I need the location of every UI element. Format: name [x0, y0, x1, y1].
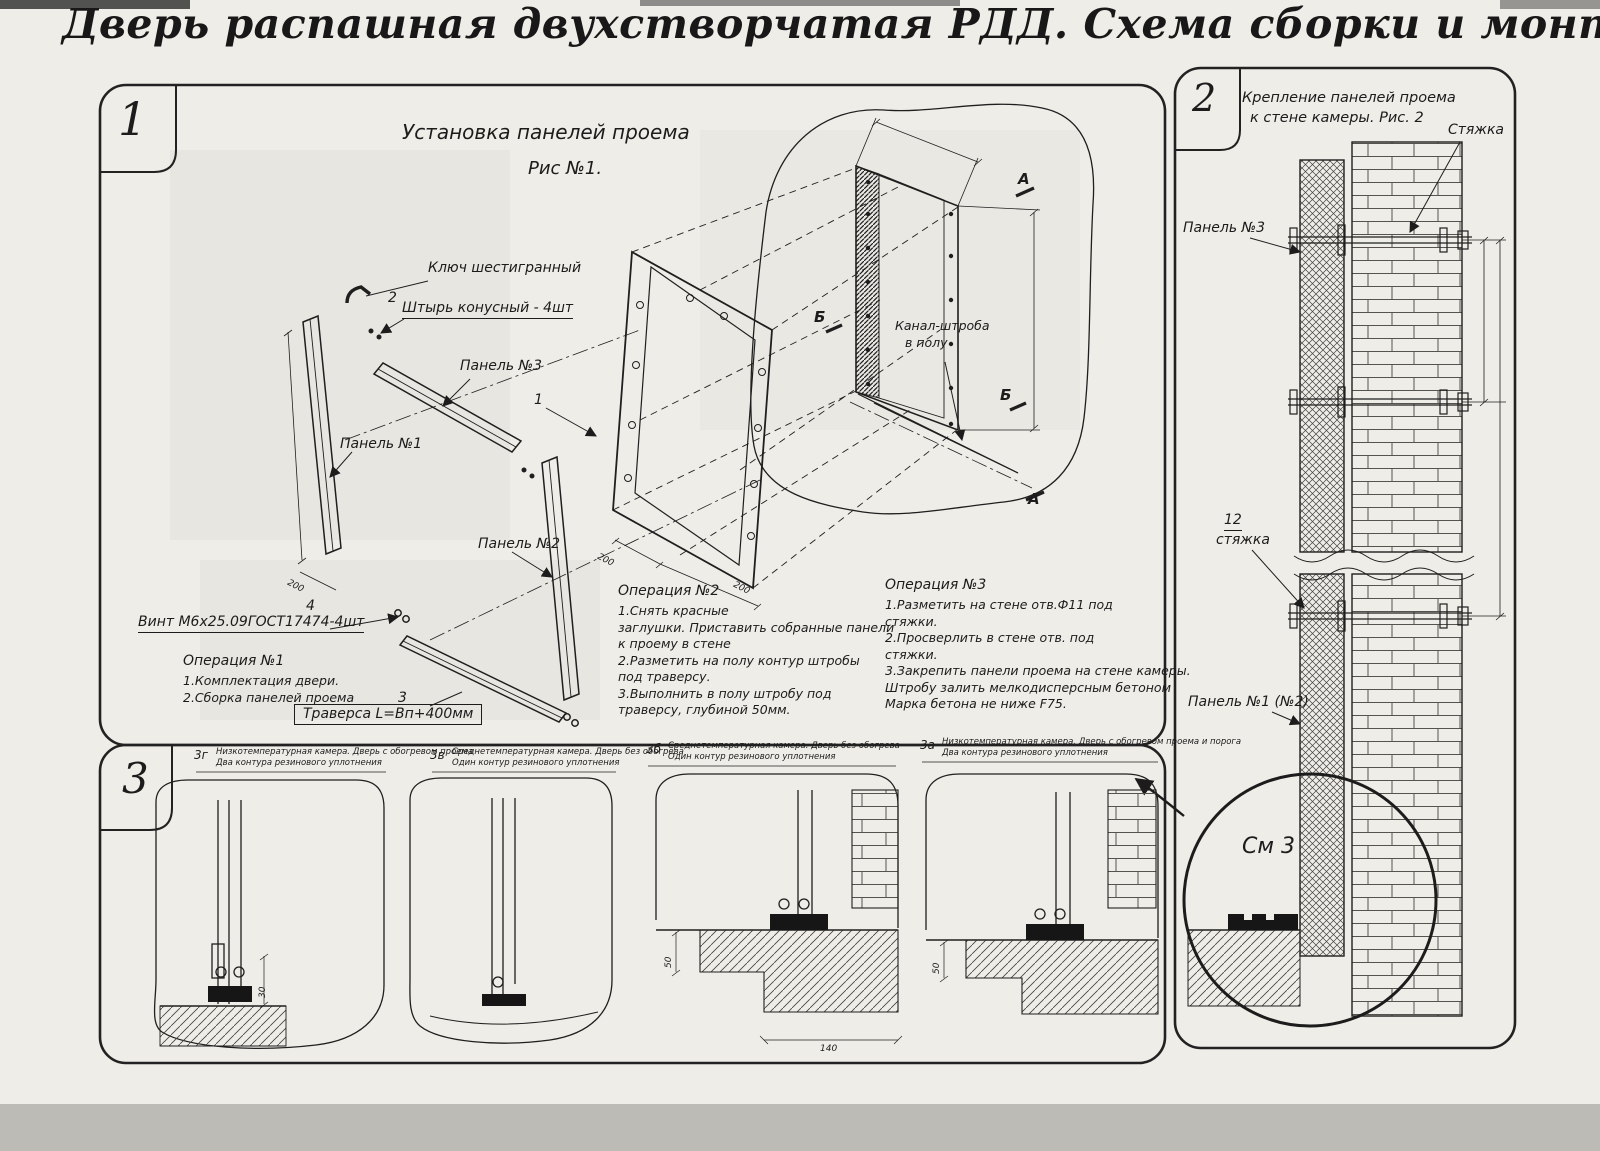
detail-3a-id: 3а	[920, 738, 935, 752]
exploded-panels-drawing	[283, 280, 761, 727]
op2-title: Операция №2	[618, 583, 720, 599]
panel1-label: Панель №1	[340, 436, 422, 452]
tie-position-number: 12	[1224, 512, 1242, 531]
fig2-title-line2: к стене камеры. Рис. 2	[1250, 110, 1424, 126]
tie-label-mid: стяжка	[1216, 532, 1270, 548]
panel3-label: Панель №3	[460, 358, 542, 374]
fig1-title: Установка панелей проема	[402, 120, 690, 144]
op1-line: 2.Сборка панелей проема	[183, 689, 355, 705]
screw-number: 4	[306, 598, 315, 614]
channel-label-line2: в полу	[905, 335, 948, 350]
fig2-panel3-label: Панель №3	[1183, 220, 1265, 236]
see-detail-3-label: См 3	[1242, 834, 1295, 859]
tie-bolt	[1288, 386, 1472, 418]
panel2-label: Панель №2	[478, 536, 560, 552]
operation-3: Операция №3 1.Разметить на стене отв.Ф11…	[885, 576, 1191, 713]
traverse-number: 3	[398, 690, 407, 706]
op1-title: Операция №1	[183, 653, 285, 669]
detail-3b-caption: Среднетемпературная камера. Дверь без об…	[668, 741, 900, 763]
op2-line: 3.Выполнить в полу штробу под	[618, 685, 832, 701]
detail-3b-drawing	[655, 773, 903, 1045]
screw-label: Винт М6х25.09ГОСТ17474-4шт	[138, 614, 365, 633]
detail-3g-id: 3г	[194, 748, 208, 762]
op3-line: стяжки.	[885, 613, 938, 629]
section-mark-a-top: А	[1018, 170, 1030, 188]
detail-3a-drawing	[925, 773, 1159, 1015]
panel-2-number: 2	[1192, 76, 1217, 120]
fig2-panel12-label: Панель №1 (№2)	[1188, 694, 1309, 710]
wall-opening-drawing	[750, 103, 1095, 515]
fig1-subtitle: Рис №1.	[528, 158, 603, 179]
op2-line: 2.Разметить на полу контур штробы	[618, 652, 860, 668]
op3-line: 2.Просверлить в стене отв. под	[885, 630, 1095, 646]
op3-line: Марка бетона не ниже F75.	[885, 696, 1067, 712]
op2-line: заглушки. Приставить собранные панели	[618, 619, 895, 635]
section-mark-b-right: Б	[1000, 386, 1012, 404]
section-mark-a-bottom: А	[1028, 490, 1040, 508]
op3-line: стяжки.	[885, 646, 938, 662]
caption-rules	[196, 761, 1158, 773]
section-mark-b-left: Б	[814, 308, 826, 326]
operation-2: Операция №2 1.Снять красные заглушки. Пр…	[618, 582, 894, 719]
dim-30: 30	[258, 986, 268, 998]
wall-section-drawing	[1187, 141, 1506, 1017]
detail-3v-drawing	[409, 777, 613, 1044]
op2-line: к проему в стене	[618, 636, 731, 652]
op3-title: Операция №3	[885, 577, 987, 593]
channel-label-line1: Канал-штроба	[895, 318, 990, 333]
op2-line: траверсу, глубиной 50мм.	[618, 702, 791, 718]
op2-line: под траверсу.	[618, 669, 711, 685]
detail-3a-caption: Низкотемпературная камера. Дверь с обогр…	[942, 737, 1242, 759]
detail-3v-caption: Среднетемпературная камера. Дверь без об…	[452, 747, 684, 769]
frame-number: 1	[534, 392, 543, 408]
detail-3g-drawing	[153, 779, 385, 1049]
panel-number-tabs	[100, 68, 1241, 831]
operation-1: Операция №1 1.Комплектация двери. 2.Сбор…	[183, 652, 354, 706]
dim-50-3a: 50	[932, 962, 942, 974]
op1-line: 1.Комплектация двери.	[183, 673, 340, 689]
traverse-label: Траверса L=Вп+400мм	[294, 704, 483, 725]
detail-3v-id: 3в	[430, 748, 445, 762]
op3-line: Штробу залить мелкодисперсным бетоном	[885, 679, 1171, 695]
pin-number: 2	[388, 290, 397, 306]
sheet-title: Дверь распашная двухстворчатая РДД. Схем…	[62, 0, 1600, 48]
hex-key-label: Ключ шестигранный	[428, 260, 582, 276]
dim-50-3b: 50	[664, 956, 674, 968]
op3-line: 1.Разметить на стене отв.Ф11 под	[885, 597, 1113, 613]
pin-label: Штырь конусный - 4шт	[402, 300, 574, 319]
dim-140-3b: 140	[820, 1044, 838, 1054]
detail-3b-id: 3б	[646, 742, 662, 756]
detail-3g-caption: Низкотемпературная камера. Дверь с обогр…	[216, 747, 474, 769]
panel-1-number: 1	[118, 92, 148, 146]
op3-line: 3.Закрепить панели проема на стене камер…	[885, 663, 1191, 679]
fig2-title-line1: Крепление панелей проема	[1242, 90, 1456, 106]
op2-line: 1.Снять красные	[618, 603, 729, 619]
panel-borders	[98, 66, 1517, 1065]
tie-label-top: Стяжка	[1448, 122, 1504, 138]
panel-3-number: 3	[122, 754, 149, 803]
